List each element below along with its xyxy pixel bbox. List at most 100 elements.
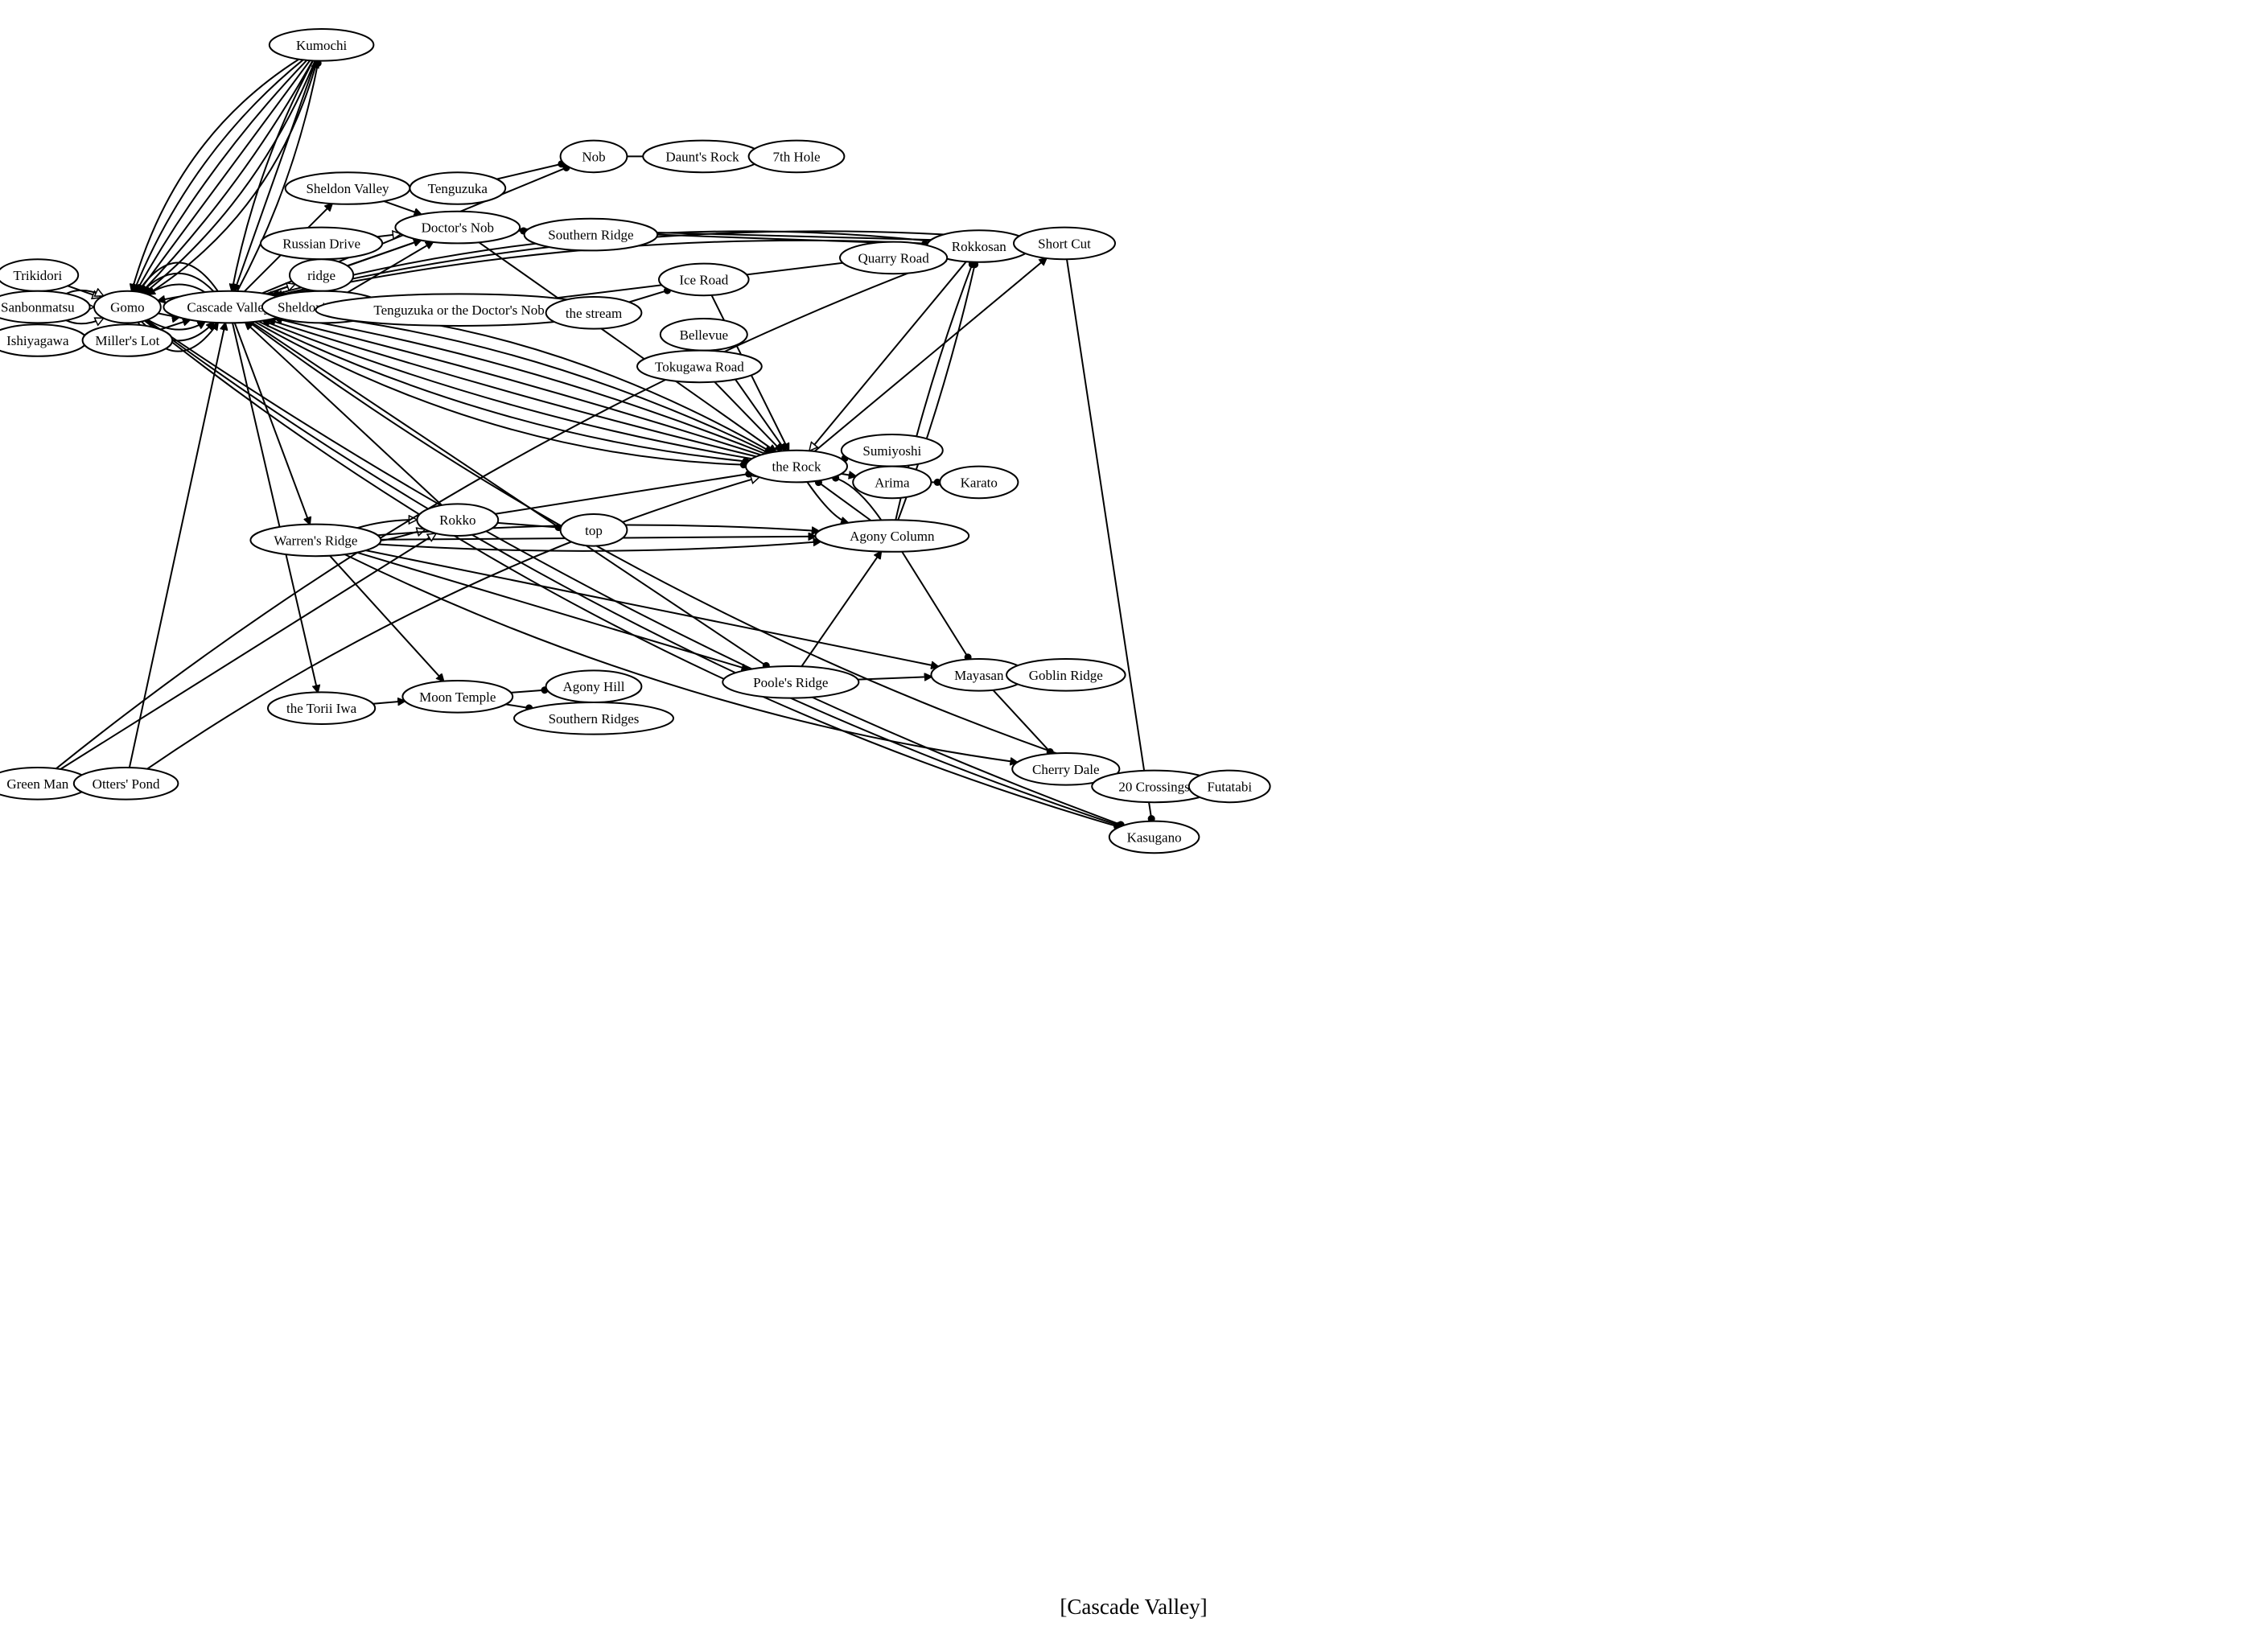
edge-cascade_valley-to-kumochi bbox=[237, 60, 322, 292]
edge-green_man-to-rokko bbox=[60, 533, 436, 770]
node-sanbonmatsu: Sanbonmatsu bbox=[0, 290, 91, 324]
node-label: Doctor's Nob bbox=[422, 220, 494, 236]
node-ellipse bbox=[268, 28, 375, 62]
node-label: Poole's Ridge bbox=[753, 675, 828, 690]
node-label: Short Cut bbox=[1038, 236, 1091, 251]
edge-the_rock-to-cascade_valley bbox=[263, 321, 752, 460]
node-label: Rokko bbox=[439, 512, 475, 528]
node-agony-hill: Agony Hill bbox=[545, 669, 643, 704]
edge-moon_temple-to-southern_ridges bbox=[505, 703, 533, 712]
node-ellipse bbox=[394, 210, 521, 245]
node-label: Quarry Road bbox=[858, 250, 929, 266]
edge-rokko-to-the_rock bbox=[495, 470, 753, 515]
node-label: Gomo bbox=[110, 300, 145, 315]
edge-gomo-to-kasugano bbox=[145, 319, 1123, 829]
node-top: top bbox=[559, 513, 628, 547]
node-label: Cherry Dale bbox=[1032, 762, 1100, 777]
node-cherry-dale: Cherry Dale bbox=[1011, 752, 1121, 786]
edge-mayasan-to-cherry_dale bbox=[992, 690, 1054, 755]
edge-kumochi-to-gomo bbox=[134, 59, 304, 291]
node-ellipse bbox=[416, 503, 500, 537]
edge-millers_lot-to-cascade_valley bbox=[159, 320, 190, 331]
node-ellipse bbox=[1011, 752, 1121, 786]
node-label: Sheldon Valley bbox=[306, 181, 389, 196]
node-the-rock: the Rock bbox=[745, 449, 848, 484]
node-label: Southern Ridge bbox=[548, 228, 633, 243]
node-russian-drive: Russian Drive bbox=[260, 226, 384, 261]
edge-warrens_ridge-to-agony_column bbox=[378, 541, 821, 552]
node-tokugawa-road: Tokugawa Road bbox=[636, 349, 763, 384]
node-ellipse bbox=[559, 513, 628, 547]
edge-otters_pond-to-the_rock bbox=[146, 477, 759, 770]
node-label: 7th Hole bbox=[772, 149, 820, 164]
edge-sanbonmatsu-to-gomo bbox=[65, 290, 103, 296]
node-label: Sanbonmatsu bbox=[1, 300, 75, 315]
edge-rokko-to-cascade_valley bbox=[245, 323, 442, 506]
edge-sanbonmatsu-to-gomo bbox=[65, 318, 103, 323]
node-label: the Rock bbox=[772, 459, 821, 475]
node-ellipse bbox=[0, 290, 91, 324]
edge-moon_temple-to-agony_hill bbox=[510, 686, 549, 694]
edge-sheldon_valley-to-doctors_nob bbox=[383, 200, 421, 214]
node-label: Ice Road bbox=[679, 272, 728, 287]
node-label: the stream bbox=[566, 306, 622, 321]
node-ellipse bbox=[722, 665, 860, 699]
node-label: Tenguzuka bbox=[428, 181, 488, 196]
node-ellipse bbox=[658, 262, 750, 297]
node-ellipse bbox=[814, 519, 970, 553]
node-gomo: Gomo bbox=[93, 290, 162, 324]
node-label: Moon Temple bbox=[419, 690, 496, 705]
edge-the_rock-to-cascade_valley bbox=[269, 319, 757, 458]
node-label: Warren's Ridge bbox=[274, 533, 357, 548]
edge-green_man-to-rokkosan bbox=[56, 255, 948, 770]
node-southern-ridge: Southern Ridge bbox=[523, 217, 659, 252]
node-the-stream: the stream bbox=[545, 296, 643, 330]
node-label: Agony Hill bbox=[563, 679, 625, 694]
node-moon-temple: Moon Temple bbox=[401, 680, 514, 714]
edge-tenguzuka-to-nob bbox=[496, 160, 566, 180]
node-ellipse bbox=[409, 171, 507, 205]
node-karato: Karato bbox=[939, 465, 1019, 500]
edge-cascade_valley-to-the_rock bbox=[253, 320, 747, 469]
node-label: Russian Drive bbox=[282, 236, 360, 251]
node-ellipse bbox=[747, 139, 846, 174]
edge-the_rock-to-cascade_valley bbox=[282, 316, 766, 455]
node-ellipse bbox=[545, 296, 643, 330]
node-ellipse bbox=[93, 290, 162, 324]
node-ellipse bbox=[249, 523, 382, 558]
graph-caption: [Cascade Valley] bbox=[1060, 1595, 1207, 1619]
node-label: Sumiyoshi bbox=[862, 443, 921, 459]
node-ellipse bbox=[72, 767, 179, 801]
node-label: Ishiyagawa bbox=[6, 333, 69, 348]
edge-the_rock-to-arima bbox=[841, 474, 856, 476]
edge-kumochi-to-gomo bbox=[132, 58, 300, 291]
node-7th-hole: 7th Hole bbox=[747, 139, 846, 174]
edge-short_cut-to-kasugano bbox=[1066, 259, 1155, 823]
node-doctors-nob: Doctor's Nob bbox=[394, 210, 521, 245]
node-nob: Nob bbox=[559, 139, 628, 174]
node-futatabi: Futatabi bbox=[1188, 769, 1271, 804]
edge-kumochi-to-gomo bbox=[136, 60, 308, 292]
node-ellipse bbox=[939, 465, 1019, 500]
edge-kumochi-to-cascade_valley bbox=[232, 60, 315, 291]
node-ridge: ridge bbox=[289, 258, 355, 292]
edge-cascade_valley-to-20_crossings bbox=[249, 321, 1116, 773]
node-label: Tenguzuka or the Doctor's Nob bbox=[373, 303, 544, 318]
node-label: Rokkosan bbox=[952, 239, 1007, 254]
node-label: Arima bbox=[875, 475, 910, 490]
node-label: Karato bbox=[961, 475, 998, 490]
edge-the_rock-to-short_cut bbox=[813, 258, 1046, 452]
edge-kumochi-to-gomo bbox=[144, 60, 316, 293]
node-daunts-rock: Daunt's Rock bbox=[642, 139, 763, 174]
node-label: Cascade Valley bbox=[187, 300, 271, 315]
edge-agony_column-to-the_rock bbox=[814, 479, 872, 521]
node-label: top bbox=[585, 523, 603, 538]
node-trikidori: Trikidori bbox=[0, 258, 80, 292]
node-ellipse bbox=[523, 217, 659, 252]
edge-gomo-to-kumochi bbox=[146, 61, 317, 295]
node-southern-ridges: Southern Ridges bbox=[513, 702, 674, 735]
edge-kumochi-to-gomo bbox=[138, 60, 311, 292]
node-sheldon-valley: Sheldon Valley bbox=[284, 171, 411, 205]
edge-rokkosan-to-the_rock bbox=[809, 261, 967, 451]
